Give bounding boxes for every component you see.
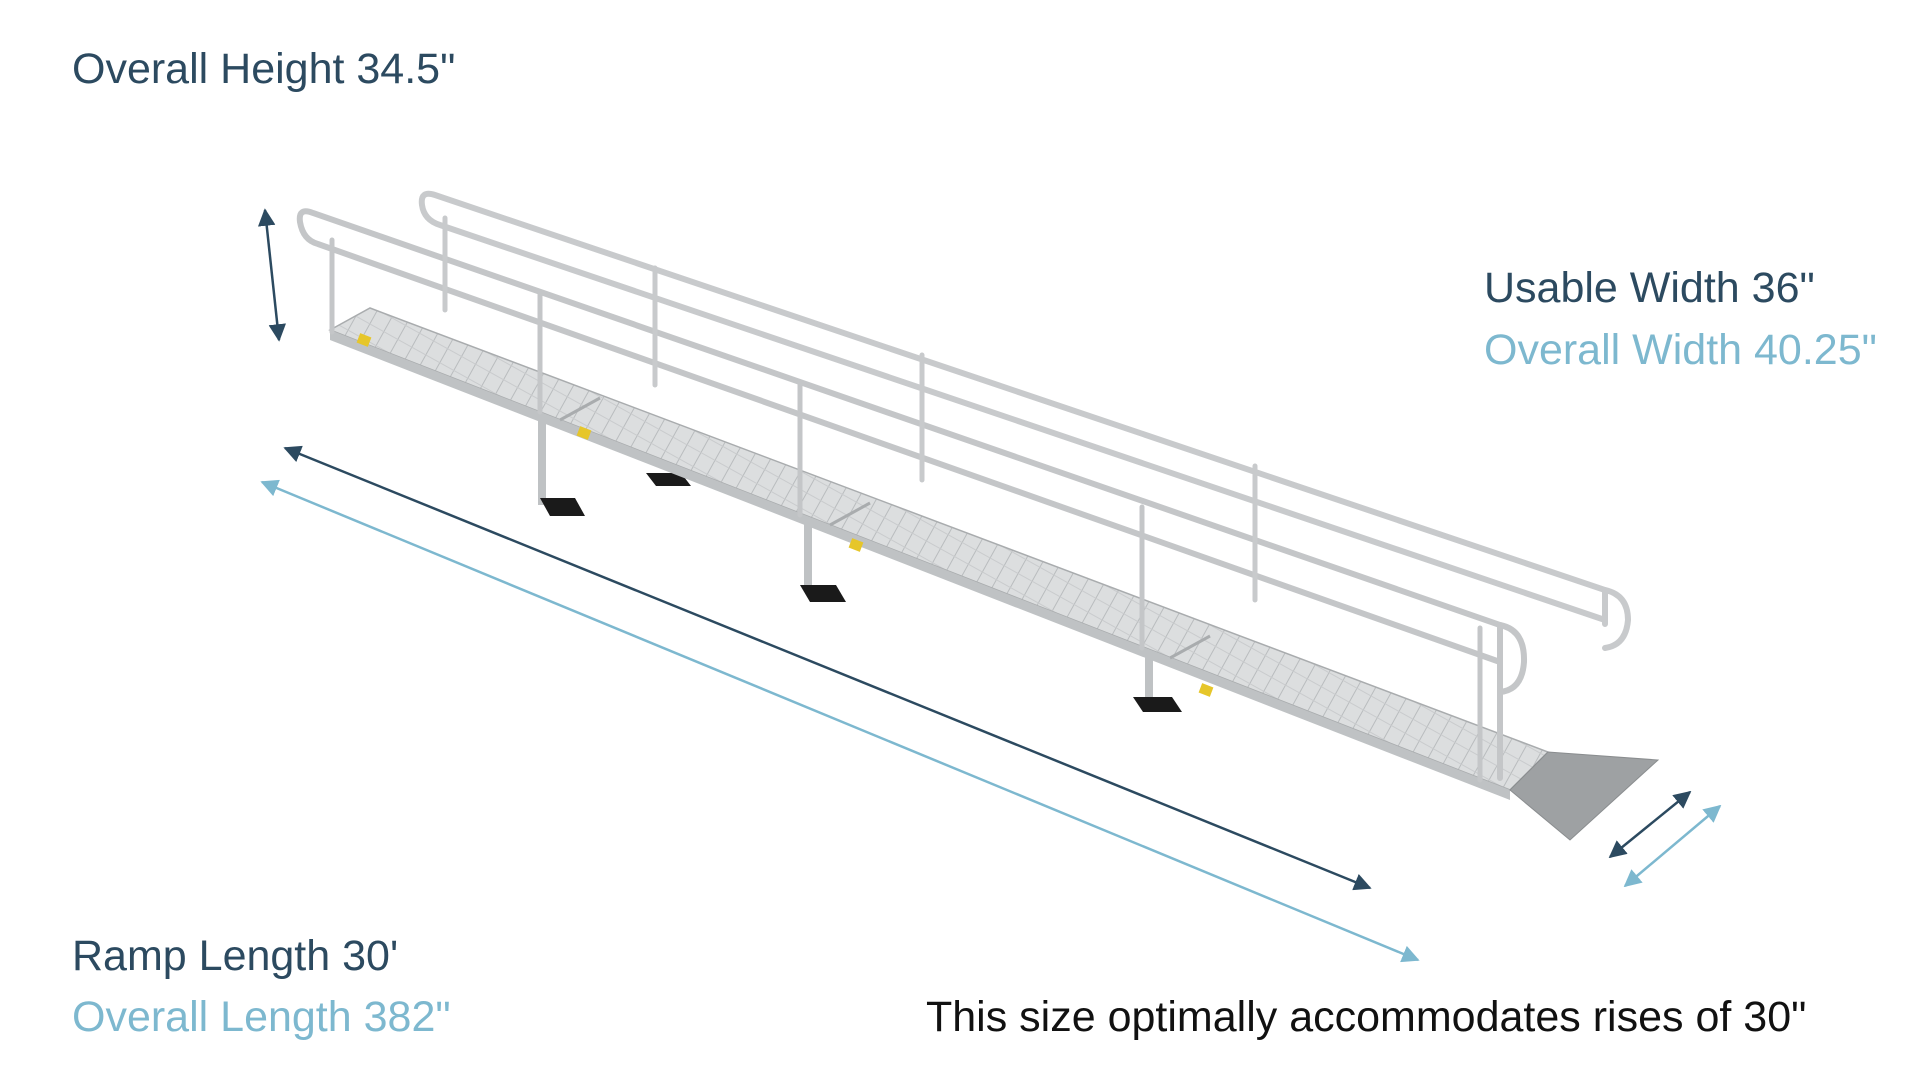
height-dimension-arrow: [257, 208, 287, 342]
overall-height-label: Overall Height 34.5": [72, 45, 456, 93]
ramp-deck: [328, 307, 1550, 800]
transition-plate: [1509, 751, 1660, 841]
rise-note-text: This size optimally accommodates rises o…: [926, 993, 1807, 1041]
overall-length-label: Overall Length 382": [72, 993, 451, 1041]
near-handrail: [296, 208, 1528, 783]
far-handrail: [418, 190, 1632, 651]
overall-length-dimension-arrow: [260, 479, 1420, 963]
usable-width-dimension-arrow: [1608, 790, 1692, 859]
overall-width-dimension-arrow: [1623, 804, 1722, 888]
overall-width-label: Overall Width 40.25": [1484, 326, 1877, 374]
usable-width-label: Usable Width 36": [1484, 264, 1815, 312]
